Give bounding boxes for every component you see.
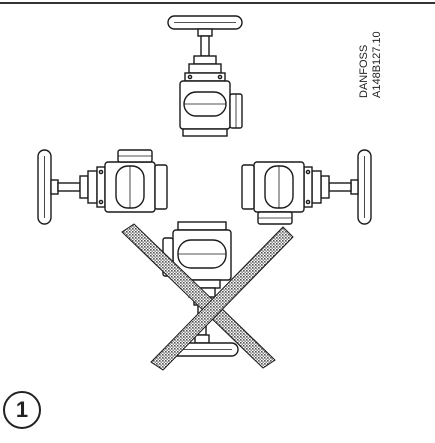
cross-out-mark	[121, 223, 294, 371]
spindle	[57, 182, 81, 192]
valve-left-allowed	[37, 149, 168, 225]
valve-top-allowed	[167, 15, 243, 137]
reference-code: DANFOSS A148B127.10	[358, 31, 383, 98]
step-number: 1	[15, 397, 29, 422]
valve-right-allowed	[241, 149, 372, 225]
reference-number: A148B127.10	[371, 31, 383, 98]
reference-manufacturer: DANFOSS	[358, 45, 370, 98]
spindle	[328, 182, 352, 192]
step-number-badge: 1	[3, 391, 41, 429]
top-rule	[0, 2, 435, 4]
spindle	[200, 35, 210, 57]
